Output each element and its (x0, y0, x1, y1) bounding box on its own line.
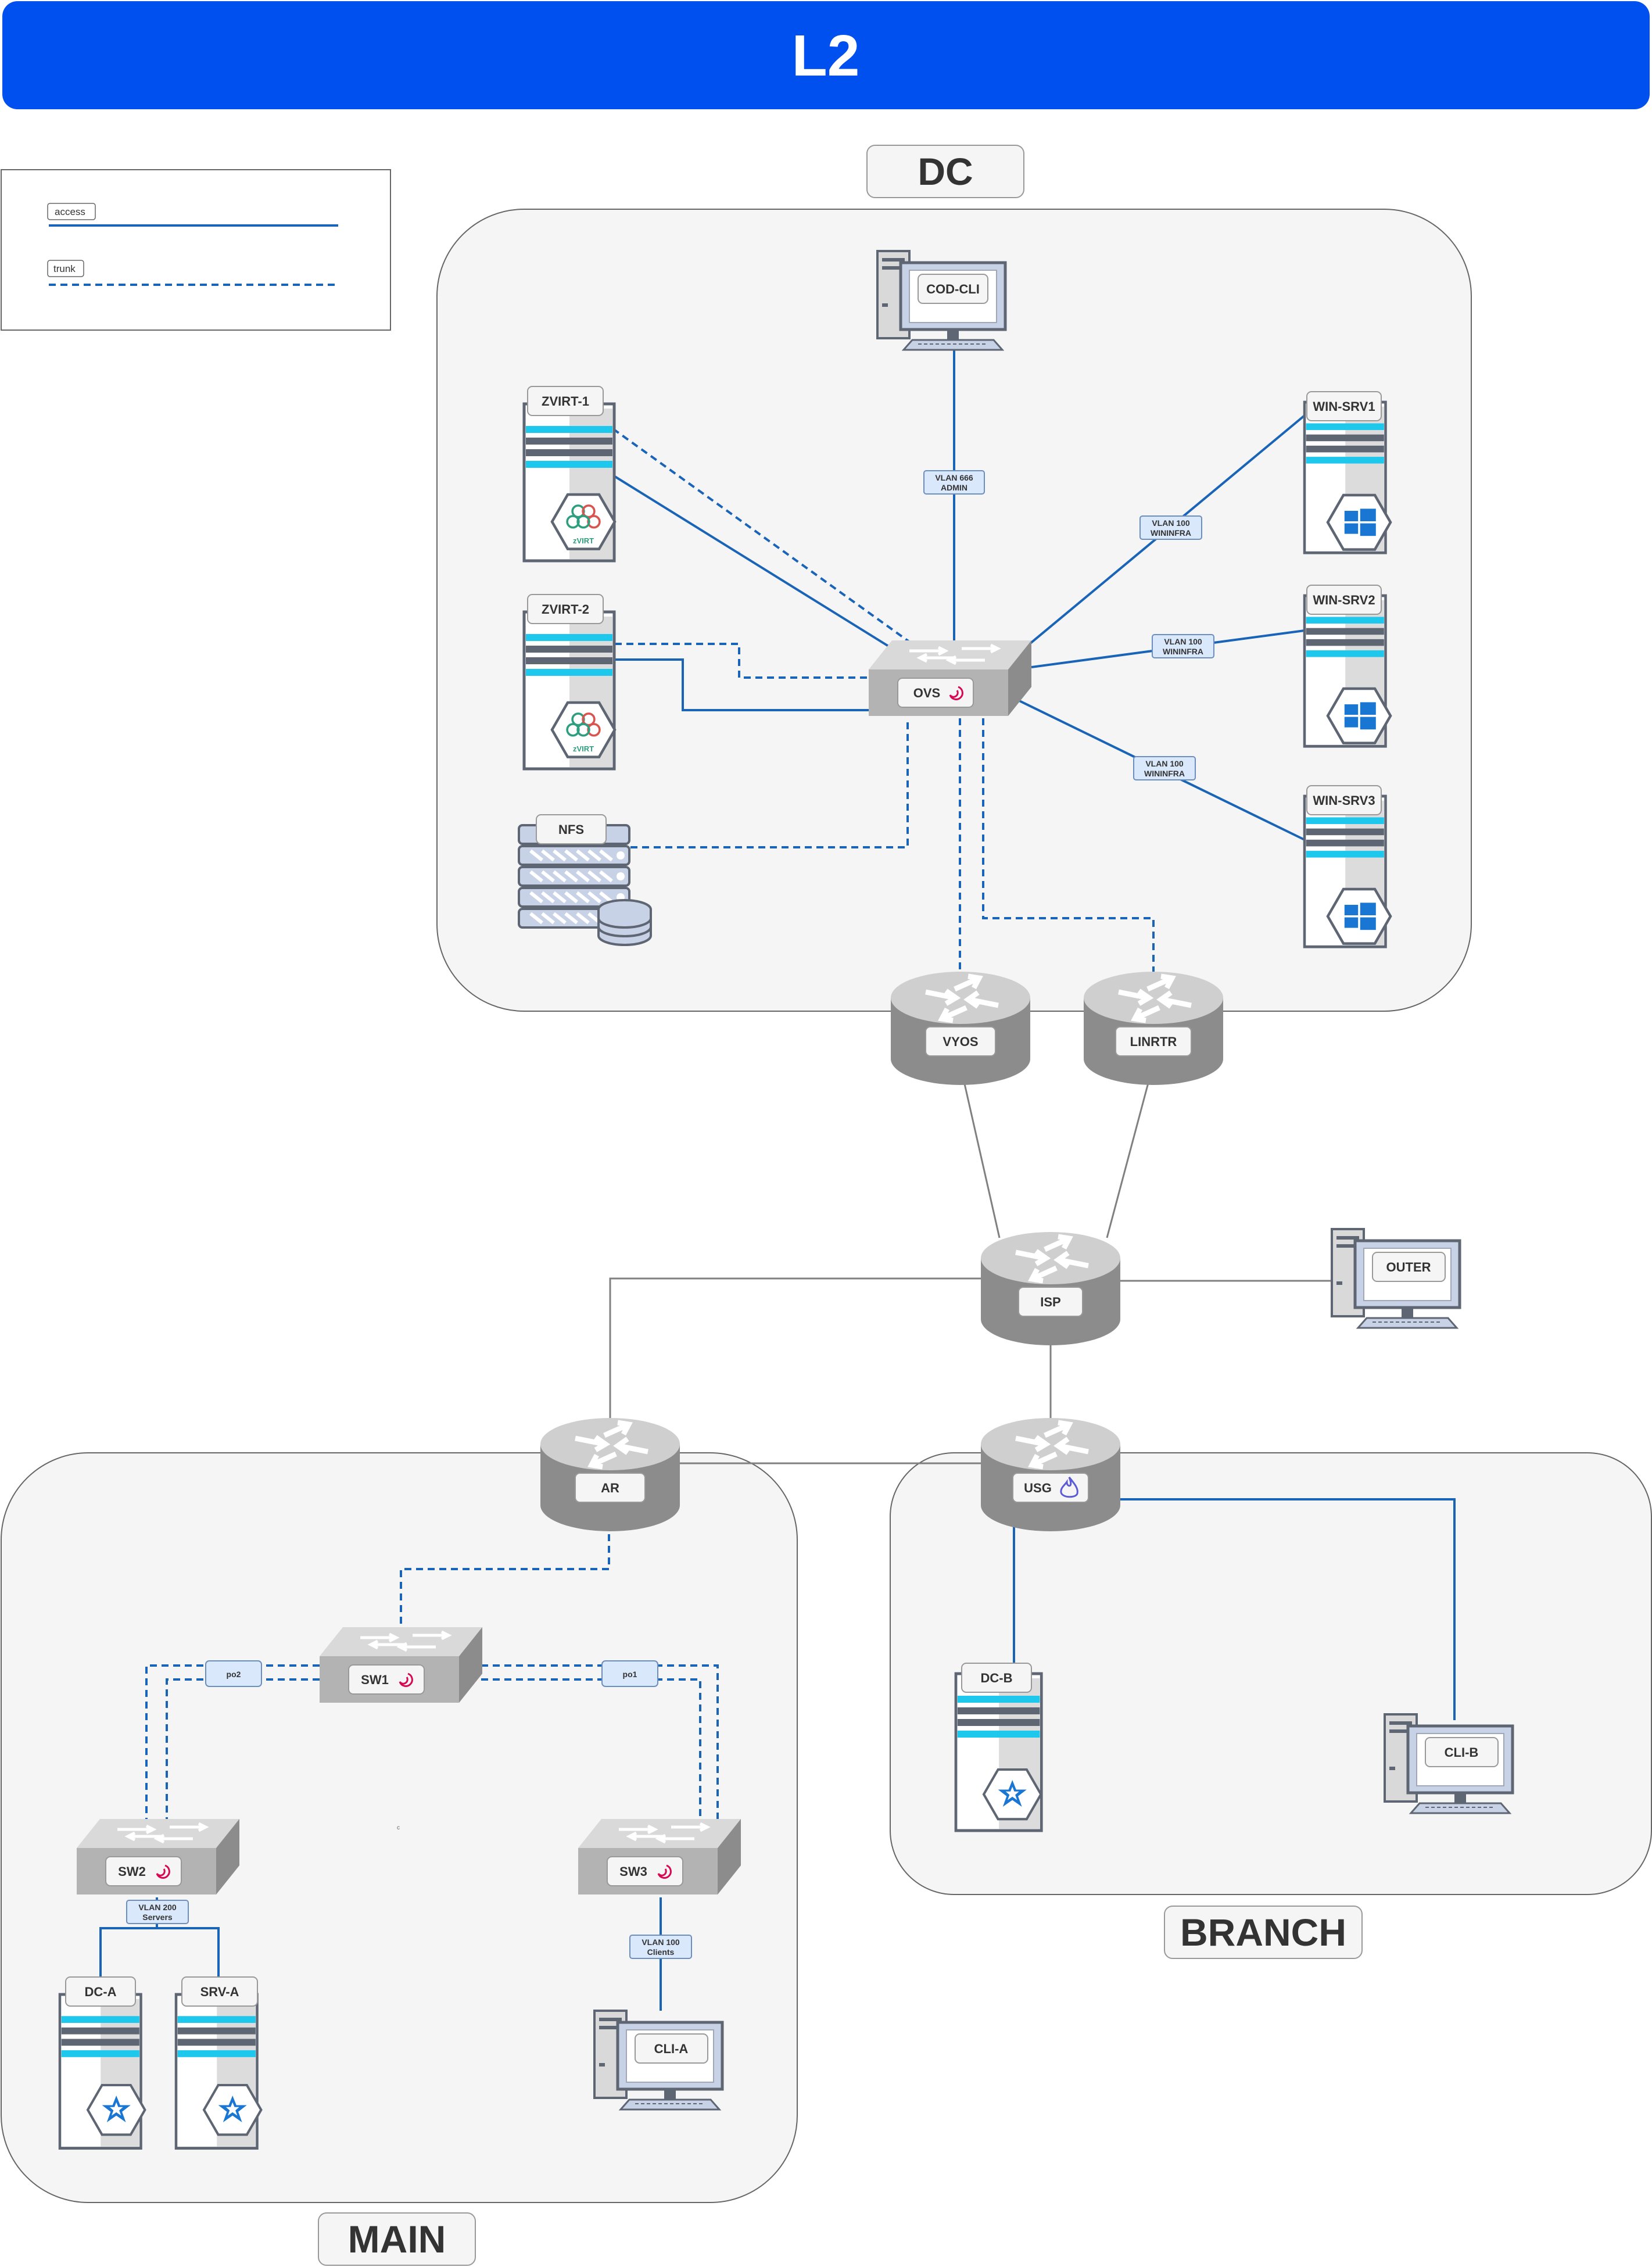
port-channel-po1: po1 (601, 1660, 658, 1687)
link-usg-cli-b (1087, 1498, 1456, 1720)
links (99, 348, 1456, 2011)
sw2-switch[interactable]: SW2 (77, 1819, 239, 1894)
link-sw1-sw3-a (481, 1664, 719, 1819)
cod-cli-workstation[interactable]: COD-CLI (877, 251, 1005, 350)
title-bar: L2 (2, 1, 1650, 109)
isp-router[interactable]: ISP (981, 1232, 1120, 1345)
page-title: L2 (792, 23, 860, 88)
link-zvirt2-ovs-trunk (615, 643, 872, 679)
linrtr-label: LINRTR (1130, 1034, 1177, 1049)
outer-label: OUTER (1386, 1260, 1431, 1274)
win-srv1-server[interactable]: WIN-SRV1 (1305, 391, 1391, 553)
sw2-label: SW2 (118, 1864, 146, 1879)
nfs-storage[interactable]: NFS (519, 814, 651, 945)
vlan-tag-wininfra-2: VLAN 100 WININFRA (1152, 634, 1214, 658)
sw1-label: SW1 (361, 1673, 389, 1687)
win-srv3-server[interactable]: WIN-SRV3 (1305, 785, 1391, 947)
cli-b-label: CLI-B (1445, 1745, 1479, 1760)
zvirt1-server[interactable]: zVIRT ZVIRT-1 (524, 386, 615, 561)
vyos-label: VYOS (943, 1034, 978, 1049)
zvirt2-label: ZVIRT-2 (542, 602, 589, 617)
nfs-label: NFS (558, 822, 584, 837)
outer-workstation[interactable]: OUTER (1332, 1229, 1460, 1328)
dc-b-server[interactable]: DC-B (956, 1663, 1041, 1831)
legend-access-label: access (55, 206, 85, 217)
vlan-tag-wininfra-1-line2: WININFRA (1151, 528, 1191, 538)
link-nfs-ovs (630, 718, 909, 848)
link-ar-sw1 (400, 1511, 610, 1627)
zvirt2-server[interactable]: zVIRT ZVIRT-2 (524, 594, 615, 769)
vlan-tag-wininfra-2-line2: WININFRA (1163, 647, 1203, 656)
vlan-tag-servers-line2: Servers (142, 1913, 173, 1922)
link-sw1-sw3-b (481, 1678, 701, 1819)
vlan-tag-clients-line1: VLAN 100 (642, 1937, 680, 1947)
vlan-tag-clients-line2: Clients (647, 1947, 675, 1957)
cli-a-label: CLI-A (654, 2042, 689, 2056)
cli-b-workstation[interactable]: CLI-B (1385, 1714, 1513, 1813)
svg-text:zVIRT: zVIRT (573, 744, 594, 753)
srv-a-server[interactable]: SRV-A (176, 1976, 261, 2148)
legend-trunk-label: trunk (53, 263, 76, 274)
branch-zone-label: BRANCH (1164, 1906, 1363, 1959)
vlan-tag-admin: VLAN 666 ADMIN (923, 470, 985, 495)
main-zone-title: MAIN (348, 2218, 446, 2261)
srv-a-label: SRV-A (200, 1985, 239, 1999)
cod-cli-label: COD-CLI (926, 282, 980, 296)
vlan-tag-wininfra-3: VLAN 100 WININFRA (1133, 756, 1196, 780)
dc-b-label: DC-B (981, 1671, 1013, 1685)
legend: access trunk (1, 169, 391, 331)
win-srv2-label: WIN-SRV2 (1313, 593, 1375, 607)
isp-label: ISP (1040, 1295, 1060, 1309)
dc-zone-title: DC (918, 150, 973, 193)
branch-zone-title: BRANCH (1180, 1911, 1346, 1954)
vlan-tag-wininfra-1: VLAN 100 WININFRA (1139, 515, 1202, 540)
win-srv1-label: WIN-SRV1 (1313, 399, 1375, 414)
link-vyos-isp (959, 1063, 1001, 1238)
link-linrtr-isp (1106, 1063, 1155, 1238)
vlan-tag-wininfra-3-line2: WININFRA (1144, 769, 1185, 778)
vlan-tag-servers: VLAN 200 Servers (126, 1900, 189, 1924)
zvirt1-label: ZVIRT-1 (542, 394, 589, 409)
ovs-label: OVS (913, 686, 940, 700)
vlan-tag-servers-line1: VLAN 200 (138, 1903, 177, 1912)
vyos-router[interactable]: VYOS (891, 972, 1030, 1085)
link-zvirt1-ovs-trunk (612, 428, 913, 645)
port-channel-po2-label: po2 (227, 1670, 241, 1679)
dc-zone-label: DC (866, 145, 1024, 198)
linrtr-router[interactable]: LINRTR (1084, 972, 1223, 1085)
ovs-switch[interactable]: OVS (869, 640, 1031, 716)
link-sw1-sw2-b (166, 1678, 320, 1819)
vlan-tag-admin-line2: ADMIN (941, 483, 967, 492)
svg-text:zVIRT: zVIRT (573, 536, 594, 545)
link-ovs-linrtr (982, 718, 1155, 972)
vlan-tag-admin-line1: VLAN 666 (935, 473, 973, 482)
link-sw2-srv-a (157, 1927, 220, 1987)
sw3-switch[interactable]: SW3 (578, 1819, 741, 1894)
vlan-tag-clients: VLAN 100 Clients (629, 1935, 692, 1959)
cli-a-workstation[interactable]: CLI-A (594, 2011, 722, 2110)
vlan-tag-wininfra-1-line1: VLAN 100 (1152, 518, 1190, 528)
ar-label: AR (601, 1481, 619, 1495)
vlan-tag-wininfra-2-line1: VLAN 100 (1164, 637, 1202, 646)
port-channel-po1-label: po1 (623, 1670, 637, 1679)
port-channel-po2: po2 (205, 1660, 262, 1687)
link-zvirt1-ovs (612, 474, 897, 652)
stray-text: c (397, 1825, 400, 1831)
ar-router[interactable]: AR (540, 1418, 680, 1531)
link-isp-ar (609, 1277, 982, 1421)
usg-label: USG (1024, 1481, 1052, 1495)
dc-a-server[interactable]: DC-A (60, 1976, 145, 2148)
sw3-label: SW3 (619, 1864, 647, 1879)
vlan-tag-wininfra-3-line1: VLAN 100 (1145, 759, 1184, 768)
dc-a-label: DC-A (85, 1985, 117, 1999)
link-zvirt2-ovs (615, 658, 872, 711)
win-srv2-server[interactable]: WIN-SRV2 (1305, 585, 1391, 746)
sw1-switch[interactable]: SW1 (320, 1627, 482, 1703)
main-zone-label: MAIN (318, 2212, 476, 2266)
usg-router[interactable]: USG (981, 1418, 1120, 1531)
win-srv3-label: WIN-SRV3 (1313, 793, 1375, 808)
